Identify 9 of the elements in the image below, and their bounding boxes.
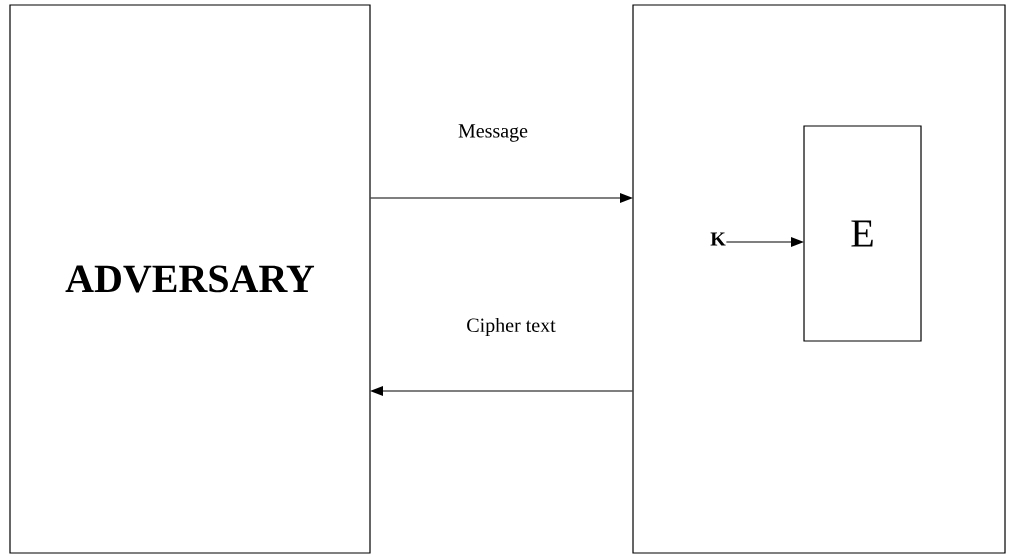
arrow (725, 237, 804, 247)
system-box (632, 4, 1006, 554)
encryption-box: E (803, 125, 922, 342)
arrow (370, 386, 633, 396)
key-label: K (710, 232, 726, 246)
adversary-box: ADVERSARY (9, 4, 371, 554)
edge-label: Message (458, 124, 528, 142)
arrow (370, 193, 633, 203)
edge-label: Cipher text (467, 317, 556, 337)
